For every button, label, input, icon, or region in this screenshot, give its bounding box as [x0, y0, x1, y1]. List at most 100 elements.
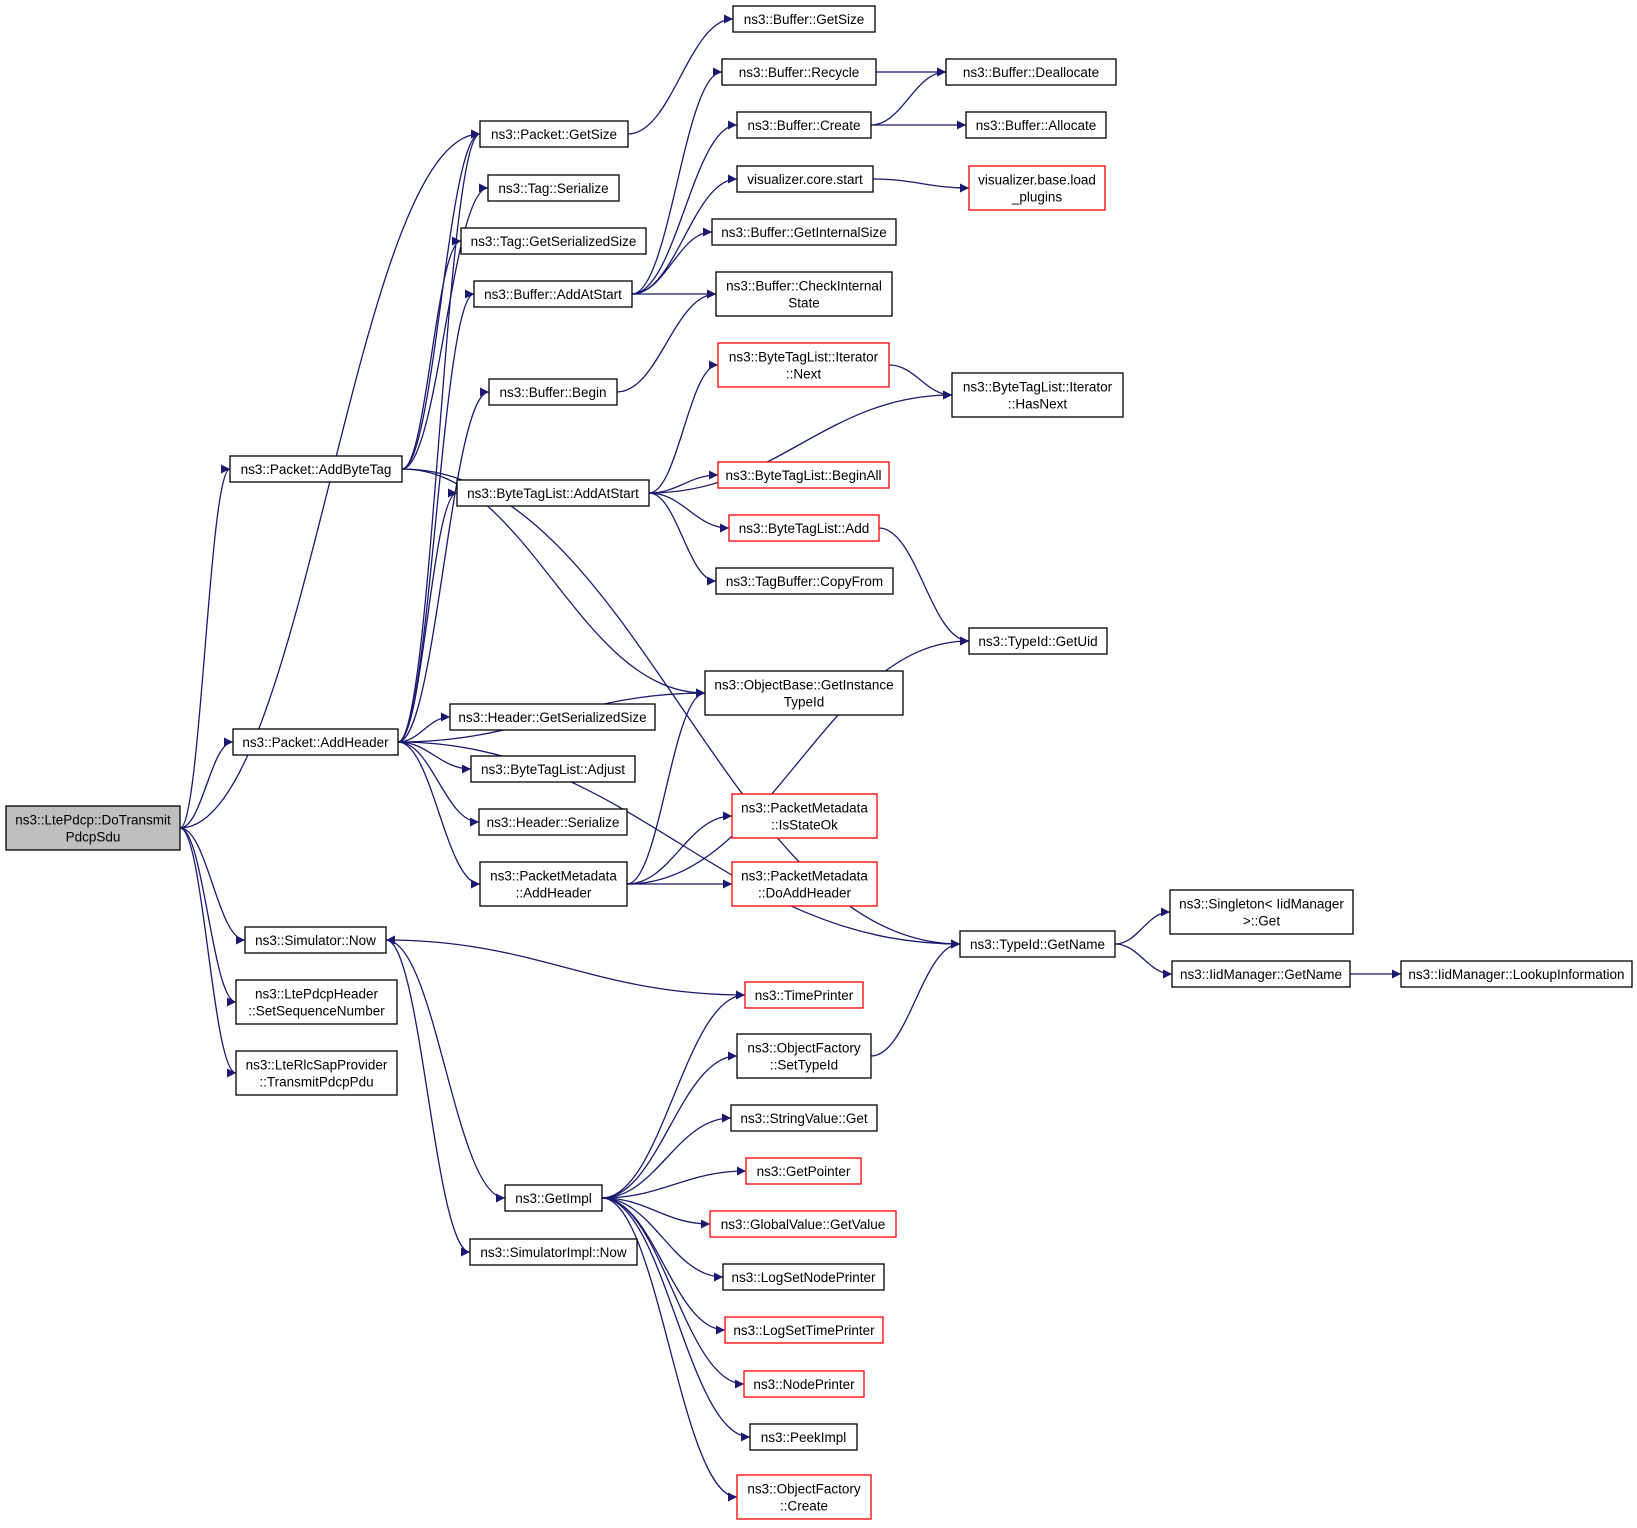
edge-root-to-sim-now [179, 827, 246, 945]
node-box [715, 567, 894, 595]
node-typeid-getuid[interactable]: ns3::TypeId::GetUid [968, 627, 1108, 655]
edge-buf-create-to-buf-deallocate [870, 67, 947, 126]
edge-btl-addatstart-to-btl-beginall [648, 470, 719, 494]
node-globalvalue-getvalue[interactable]: ns3::GlobalValue::GetValue [709, 1210, 897, 1238]
node-logsetnodeprinter[interactable]: ns3::LogSetNodePrinter [722, 1263, 885, 1291]
node-btl-iter-next[interactable]: ns3::ByteTagList::Iterator::Next [717, 342, 890, 388]
node-box [749, 1423, 858, 1451]
node-header-serialize[interactable]: ns3::Header::Serialize [478, 808, 628, 836]
node-label: ns3::ByteTagList::AddAtStart [467, 486, 639, 501]
node-vis-base-load[interactable]: visualizer.base.load_plugins [968, 165, 1106, 211]
node-stringvalue-get[interactable]: ns3::StringValue::Get [730, 1104, 878, 1132]
edge-typeid-getname-to-iidmanager-getname [1114, 943, 1173, 979]
node-logsettimeprinter[interactable]: ns3::LogSetTimePrinter [724, 1316, 884, 1344]
edge-getimpl-to-globalvalue-getvalue [601, 1197, 711, 1229]
node-pm-isstateok[interactable]: ns3::PacketMetadata::IsStateOk [731, 793, 878, 839]
node-label: State [788, 296, 820, 311]
node-btl-addatstart[interactable]: ns3::ByteTagList::AddAtStart [456, 479, 650, 507]
node-singleton-get[interactable]: ns3::Singleton< IidManager >::Get [1169, 889, 1354, 935]
node-btl-iter-hasnext[interactable]: ns3::ByteTagList::Iterator::HasNext [951, 372, 1124, 418]
node-label: ns3::PeekImpl [761, 1430, 847, 1445]
node-iidmanager-lookup[interactable]: ns3::IidManager::LookupInformation [1400, 960, 1633, 988]
node-label: ::Create [780, 1499, 828, 1514]
node-nodeprinter[interactable]: ns3::NodePrinter [743, 1370, 865, 1398]
node-label: ns3::GetPointer [757, 1164, 851, 1179]
node-btl-beginall[interactable]: ns3::ByteTagList::BeginAll [717, 461, 890, 489]
edge-btl-addatstart-to-btl-iter-next [648, 360, 719, 494]
node-box [736, 1033, 872, 1079]
node-label: _plugins [1011, 190, 1063, 205]
node-btl-add[interactable]: ns3::ByteTagList::Add [728, 514, 880, 542]
edge-getimpl-to-objfactory-settypeid [601, 1051, 738, 1199]
node-label: ns3::PacketMetadata [741, 869, 868, 884]
node-header-getserializedsize[interactable]: ns3::Header::GetSerializedSize [449, 703, 656, 731]
edge-typeid-getname-to-singleton-get [1114, 907, 1171, 945]
node-tagbuffer-copyfrom[interactable]: ns3::TagBuffer::CopyFrom [715, 567, 894, 595]
node-tag-serialize[interactable]: ns3::Tag::Serialize [487, 174, 620, 202]
node-pm-doaddheader[interactable]: ns3::PacketMetadata::DoAddHeader [731, 861, 878, 907]
node-box [456, 479, 650, 507]
edge-getimpl-to-stringvalue-get [601, 1113, 732, 1199]
node-getimpl[interactable]: ns3::GetImpl [504, 1184, 603, 1212]
node-objfactory-create[interactable]: ns3::ObjectFactory::Create [736, 1474, 872, 1520]
node-label: ns3::LogSetTimePrinter [733, 1323, 875, 1338]
node-buf-begin[interactable]: ns3::Buffer::Begin [488, 378, 618, 406]
node-box [724, 1316, 884, 1344]
node-getpointer[interactable]: ns3::GetPointer [745, 1157, 862, 1185]
node-label: ns3::LtePdcp::DoTransmit [15, 813, 171, 828]
node-label: ::Next [786, 367, 822, 382]
node-label: ns3::Buffer::Deallocate [963, 65, 1099, 80]
node-peekimpl[interactable]: ns3::PeekImpl [749, 1423, 858, 1451]
node-box [232, 728, 399, 756]
node-buf-deallocate[interactable]: ns3::Buffer::Deallocate [945, 58, 1117, 86]
node-pkt-getsize[interactable]: ns3::Packet::GetSize [479, 120, 629, 148]
node-box [229, 455, 403, 483]
node-sim-now[interactable]: ns3::Simulator::Now [244, 926, 387, 954]
node-label: ns3::Buffer::AddAtStart [484, 287, 622, 302]
node-iidmanager-getname[interactable]: ns3::IidManager::GetName [1171, 960, 1351, 988]
node-btl-adjust[interactable]: ns3::ByteTagList::Adjust [470, 755, 636, 783]
node-box [449, 703, 656, 731]
node-label: ::HasNext [1008, 397, 1068, 412]
node-lterlcsap-transmit[interactable]: ns3::LteRlcSapProvider::TransmitPdcpPdu [235, 1050, 398, 1096]
node-label: ns3::LteRlcSapProvider [246, 1058, 388, 1073]
edge-getimpl-to-nodeprinter [601, 1197, 745, 1389]
node-objfactory-settypeid[interactable]: ns3::ObjectFactory::SetTypeId [736, 1033, 872, 1079]
node-pm-addheader[interactable]: ns3::PacketMetadata::AddHeader [479, 861, 628, 907]
node-vis-core-start[interactable]: visualizer.core.start [736, 165, 874, 193]
node-box [951, 372, 1124, 418]
node-pkt-addheader[interactable]: ns3::Packet::AddHeader [232, 728, 399, 756]
node-label: ns3::Buffer::Allocate [976, 118, 1097, 133]
node-pkt-addbytetag[interactable]: ns3::Packet::AddByteTag [229, 455, 403, 483]
node-timeprinter[interactable]: ns3::TimePrinter [744, 981, 864, 1009]
edge-pkt-addheader-to-pm-addheader [397, 741, 481, 889]
node-label: ns3::PacketMetadata [490, 869, 617, 884]
node-buf-getsize[interactable]: ns3::Buffer::GetSize [732, 5, 876, 33]
node-box [5, 805, 181, 851]
node-buf-create[interactable]: ns3::Buffer::Create [736, 111, 872, 139]
node-label: ::SetTypeId [770, 1058, 838, 1073]
node-tag-getserializedsize[interactable]: ns3::Tag::GetSerializedSize [460, 227, 647, 255]
node-box [736, 165, 874, 193]
node-label: ns3::Buffer::GetInternalSize [721, 225, 887, 240]
node-box [479, 120, 629, 148]
node-box [715, 271, 893, 317]
edge-pkt-addheader-to-buf-addatstart [397, 289, 475, 743]
node-ltepdcpheader-setseq[interactable]: ns3::LtePdcpHeader::SetSequenceNumber [235, 979, 398, 1025]
node-buf-allocate[interactable]: ns3::Buffer::Allocate [965, 111, 1107, 139]
node-simimpl-now[interactable]: ns3::SimulatorImpl::Now [469, 1238, 638, 1266]
node-buf-getinternalsize[interactable]: ns3::Buffer::GetInternalSize [711, 218, 897, 246]
node-buf-recycle[interactable]: ns3::Buffer::Recycle [721, 58, 877, 86]
node-label: ns3::Tag::Serialize [498, 181, 608, 196]
edge-pm-addheader-to-pm-isstateok [626, 811, 733, 885]
node-buf-addatstart[interactable]: ns3::Buffer::AddAtStart [473, 280, 633, 308]
node-label: ns3::NodePrinter [753, 1377, 855, 1392]
node-label: ns3::LtePdcpHeader [255, 987, 379, 1002]
node-typeid-getname[interactable]: ns3::TypeId::GetName [959, 930, 1116, 958]
node-box [965, 111, 1107, 139]
edge-timeprinter-to-sim-now [385, 935, 746, 996]
